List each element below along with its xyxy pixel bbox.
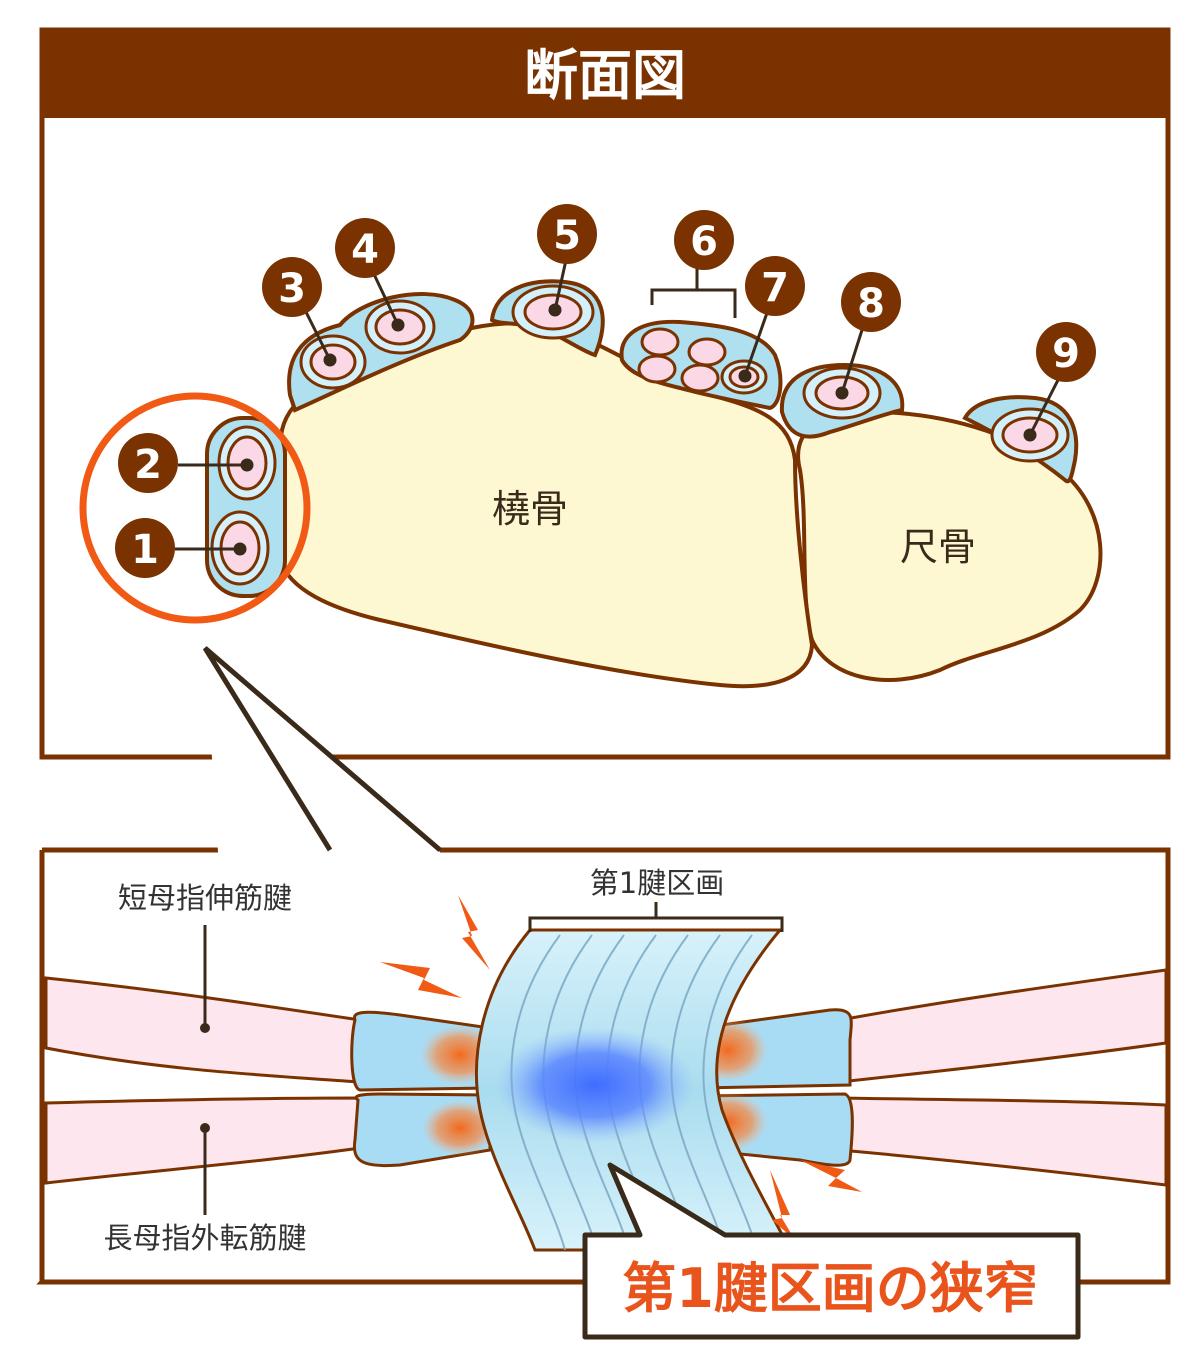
svg-text:6: 6 xyxy=(690,219,718,265)
badge-2: 2 xyxy=(118,433,178,493)
badge-4: 4 xyxy=(335,218,395,278)
cross-section-panel: 断面図 xyxy=(39,27,1171,760)
svg-text:8: 8 xyxy=(857,281,885,327)
title-bar xyxy=(42,30,1168,118)
badge-5: 5 xyxy=(537,204,597,264)
badge-8: 8 xyxy=(841,272,901,332)
badge-6: 6 xyxy=(674,210,734,270)
tendon-top-label: 短母指伸筋腱 xyxy=(118,881,292,915)
leader-lines xyxy=(175,259,1060,556)
svg-text:3: 3 xyxy=(278,266,306,312)
svg-text:9: 9 xyxy=(1052,331,1080,377)
compartment-5 xyxy=(489,279,605,358)
radius-bone xyxy=(273,321,815,689)
page-title: 断面図 xyxy=(524,44,686,107)
highlight-circle xyxy=(79,392,311,624)
callout-text: 第1腱区画の狭窄 xyxy=(622,1257,1038,1320)
callout-box: 第1腱区画の狭窄 xyxy=(582,1162,1081,1340)
compartment-1-2 xyxy=(205,416,287,598)
extensor-retinaculum xyxy=(475,928,793,1252)
badge-7: 7 xyxy=(745,256,805,316)
radius-label: 橈骨 xyxy=(492,487,568,531)
svg-text:4: 4 xyxy=(351,227,379,273)
badge-3: 3 xyxy=(262,257,322,317)
badge-9: 9 xyxy=(1036,322,1096,382)
compartment-8 xyxy=(779,362,905,439)
compartment-label: 第1腱区画 xyxy=(590,866,724,900)
bracket-6 xyxy=(650,266,737,318)
compartment-6-7 xyxy=(619,319,783,411)
svg-text:5: 5 xyxy=(553,213,581,259)
ulna-label: 尺骨 xyxy=(900,525,976,569)
svg-text:1: 1 xyxy=(131,527,159,573)
svg-text:2: 2 xyxy=(134,442,162,488)
zoom-panel: 第1腱区画 短母指伸筋腱 長母指外転筋腱 第1腱区画の狭窄 xyxy=(36,646,1171,1340)
svg-text:7: 7 xyxy=(761,265,789,311)
tendon-bottom-label: 長母指外転筋腱 xyxy=(103,1221,306,1255)
compartment-bracket xyxy=(528,902,784,932)
number-badges: 1 2 3 4 5 6 7 8 9 xyxy=(115,204,1096,578)
badge-1: 1 xyxy=(115,518,175,578)
pain-spark-icons xyxy=(380,895,862,1240)
